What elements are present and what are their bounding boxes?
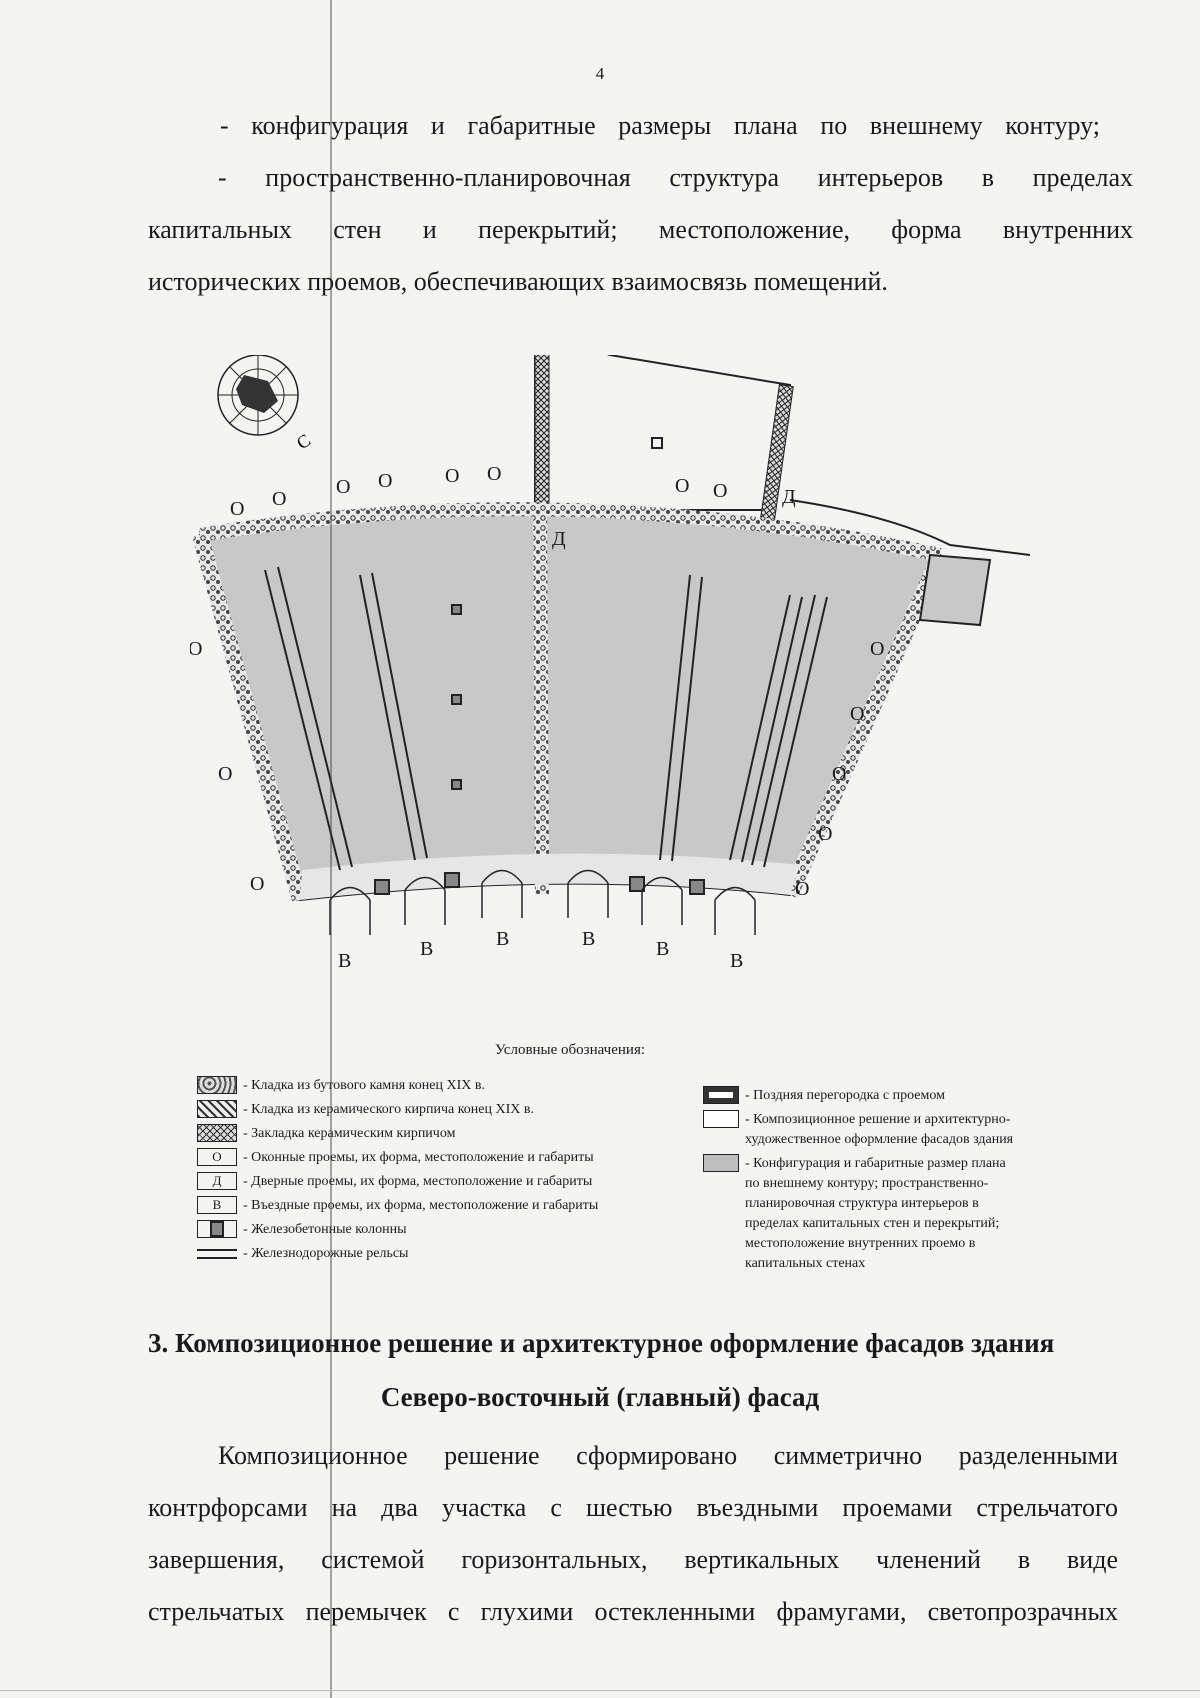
svg-text:О: О <box>870 638 884 660</box>
svg-text:В: В <box>730 950 743 972</box>
compass-north-label: С <box>293 430 314 453</box>
svg-text:О: О <box>218 763 232 785</box>
door-marks: Д Д <box>552 486 796 550</box>
infill-swatch-icon <box>197 1124 237 1142</box>
annex-block <box>534 355 794 521</box>
legend-right: - Поздняя перегородка с проемом - Композ… <box>703 1086 1023 1278</box>
body-line-3: завершения, системой горизонтальных, вер… <box>148 1545 1118 1574</box>
body-line-2: контрфорсами на два участка с шестью въе… <box>148 1493 1118 1522</box>
compass-rose-icon: С <box>217 355 314 453</box>
svg-text:О: О <box>795 878 809 900</box>
body-line-1: Композиционное решение сформировано симм… <box>218 1441 1118 1470</box>
bullet-line-3: исторических проемов, обеспечивающих вза… <box>148 267 888 296</box>
svg-text:О: О <box>272 488 286 510</box>
column-swatch-icon <box>197 1220 237 1238</box>
svg-text:О: О <box>445 465 459 487</box>
svg-text:О: О <box>713 480 727 502</box>
svg-text:О: О <box>190 638 202 660</box>
floor-plan-drawing: С <box>190 355 1030 972</box>
body-line-4: стрельчатых перемычек с глухими остеклен… <box>148 1597 1118 1626</box>
legend-item-doors: Д - Дверные проемы, их форма, местополож… <box>197 1172 677 1192</box>
gate-marks: В В В В В В <box>338 928 743 972</box>
gate-swatch-icon: В <box>197 1196 237 1214</box>
bullet-configuration: - конфигурация и габаритные размеры план… <box>220 111 1100 140</box>
legend-left: - Кладка из бутового камня конец XIX в. … <box>197 1076 677 1268</box>
page-bottom-edge <box>0 1690 1200 1691</box>
legend-item-gates: В - Въездные проемы, их форма, местополо… <box>197 1196 677 1216</box>
svg-text:В: В <box>496 928 509 950</box>
rail-swatch-icon <box>197 1249 237 1259</box>
legend-item-configuration: - Конфигурация и габаритные размер плана… <box>703 1154 1023 1274</box>
svg-text:О: О <box>250 873 264 895</box>
svg-text:О: О <box>818 823 832 845</box>
svg-text:О: О <box>336 476 350 498</box>
svg-text:О: О <box>378 470 392 492</box>
partition-swatch-icon <box>703 1086 739 1104</box>
legend-item-facades: - Композиционное решение и архитектурно-… <box>703 1110 1023 1150</box>
svg-text:О: О <box>675 475 689 497</box>
legend-item-partition: - Поздняя перегородка с проемом <box>703 1086 1023 1106</box>
body-paragraph: Композиционное решение сформировано симм… <box>148 1430 1118 1638</box>
legend-title: Условные обозначения: <box>494 1042 646 1058</box>
svg-text:О: О <box>850 703 864 725</box>
svg-text:О: О <box>487 463 501 485</box>
section-heading: 3. Композиционное решение и архитектурно… <box>148 1328 1055 1358</box>
window-swatch-icon: О <box>197 1148 237 1166</box>
bullet-spatial-structure: - пространственно-планировочная структур… <box>148 152 1133 308</box>
bullet-line-2: капитальных стен и перекрытий; местополо… <box>148 215 1133 244</box>
brick-swatch-icon <box>197 1100 237 1118</box>
svg-text:Д: Д <box>552 528 566 550</box>
legend-item-columns: - Железобетонные колонны <box>197 1220 677 1240</box>
window-marks: О О О О О О О О О О О О О О О О <box>190 463 884 900</box>
legend-item-rubble: - Кладка из бутового камня конец XIX в. <box>197 1076 677 1096</box>
legend-item-brick: - Кладка из керамического кирпича конец … <box>197 1100 677 1120</box>
rubble-swatch-icon <box>197 1076 237 1094</box>
bullet-line-1: - пространственно-планировочная структур… <box>218 163 1133 192</box>
svg-text:В: В <box>582 928 595 950</box>
facade-subheading: Северо-восточный (главный) фасад <box>380 1382 820 1412</box>
railway-tracks <box>264 566 828 871</box>
configuration-swatch-icon <box>703 1154 739 1172</box>
svg-text:Д: Д <box>782 486 796 508</box>
svg-text:О: О <box>832 763 846 785</box>
scan-artifact-line <box>330 0 332 1698</box>
facade-swatch-icon <box>703 1110 739 1128</box>
legend-item-windows: О - Оконные проемы, их форма, местополож… <box>197 1148 677 1168</box>
main-hall <box>192 502 948 903</box>
legend-item-rails: - Железнодорожные рельсы <box>197 1244 677 1264</box>
side-wing <box>789 499 1030 627</box>
page-number: 4 <box>595 64 605 83</box>
svg-text:О: О <box>230 498 244 520</box>
door-swatch-icon: Д <box>197 1172 237 1190</box>
svg-text:В: В <box>338 950 351 972</box>
svg-text:В: В <box>656 938 669 960</box>
legend-item-infill: - Закладка керамическим кирпичом <box>197 1124 677 1144</box>
svg-text:В: В <box>420 938 433 960</box>
